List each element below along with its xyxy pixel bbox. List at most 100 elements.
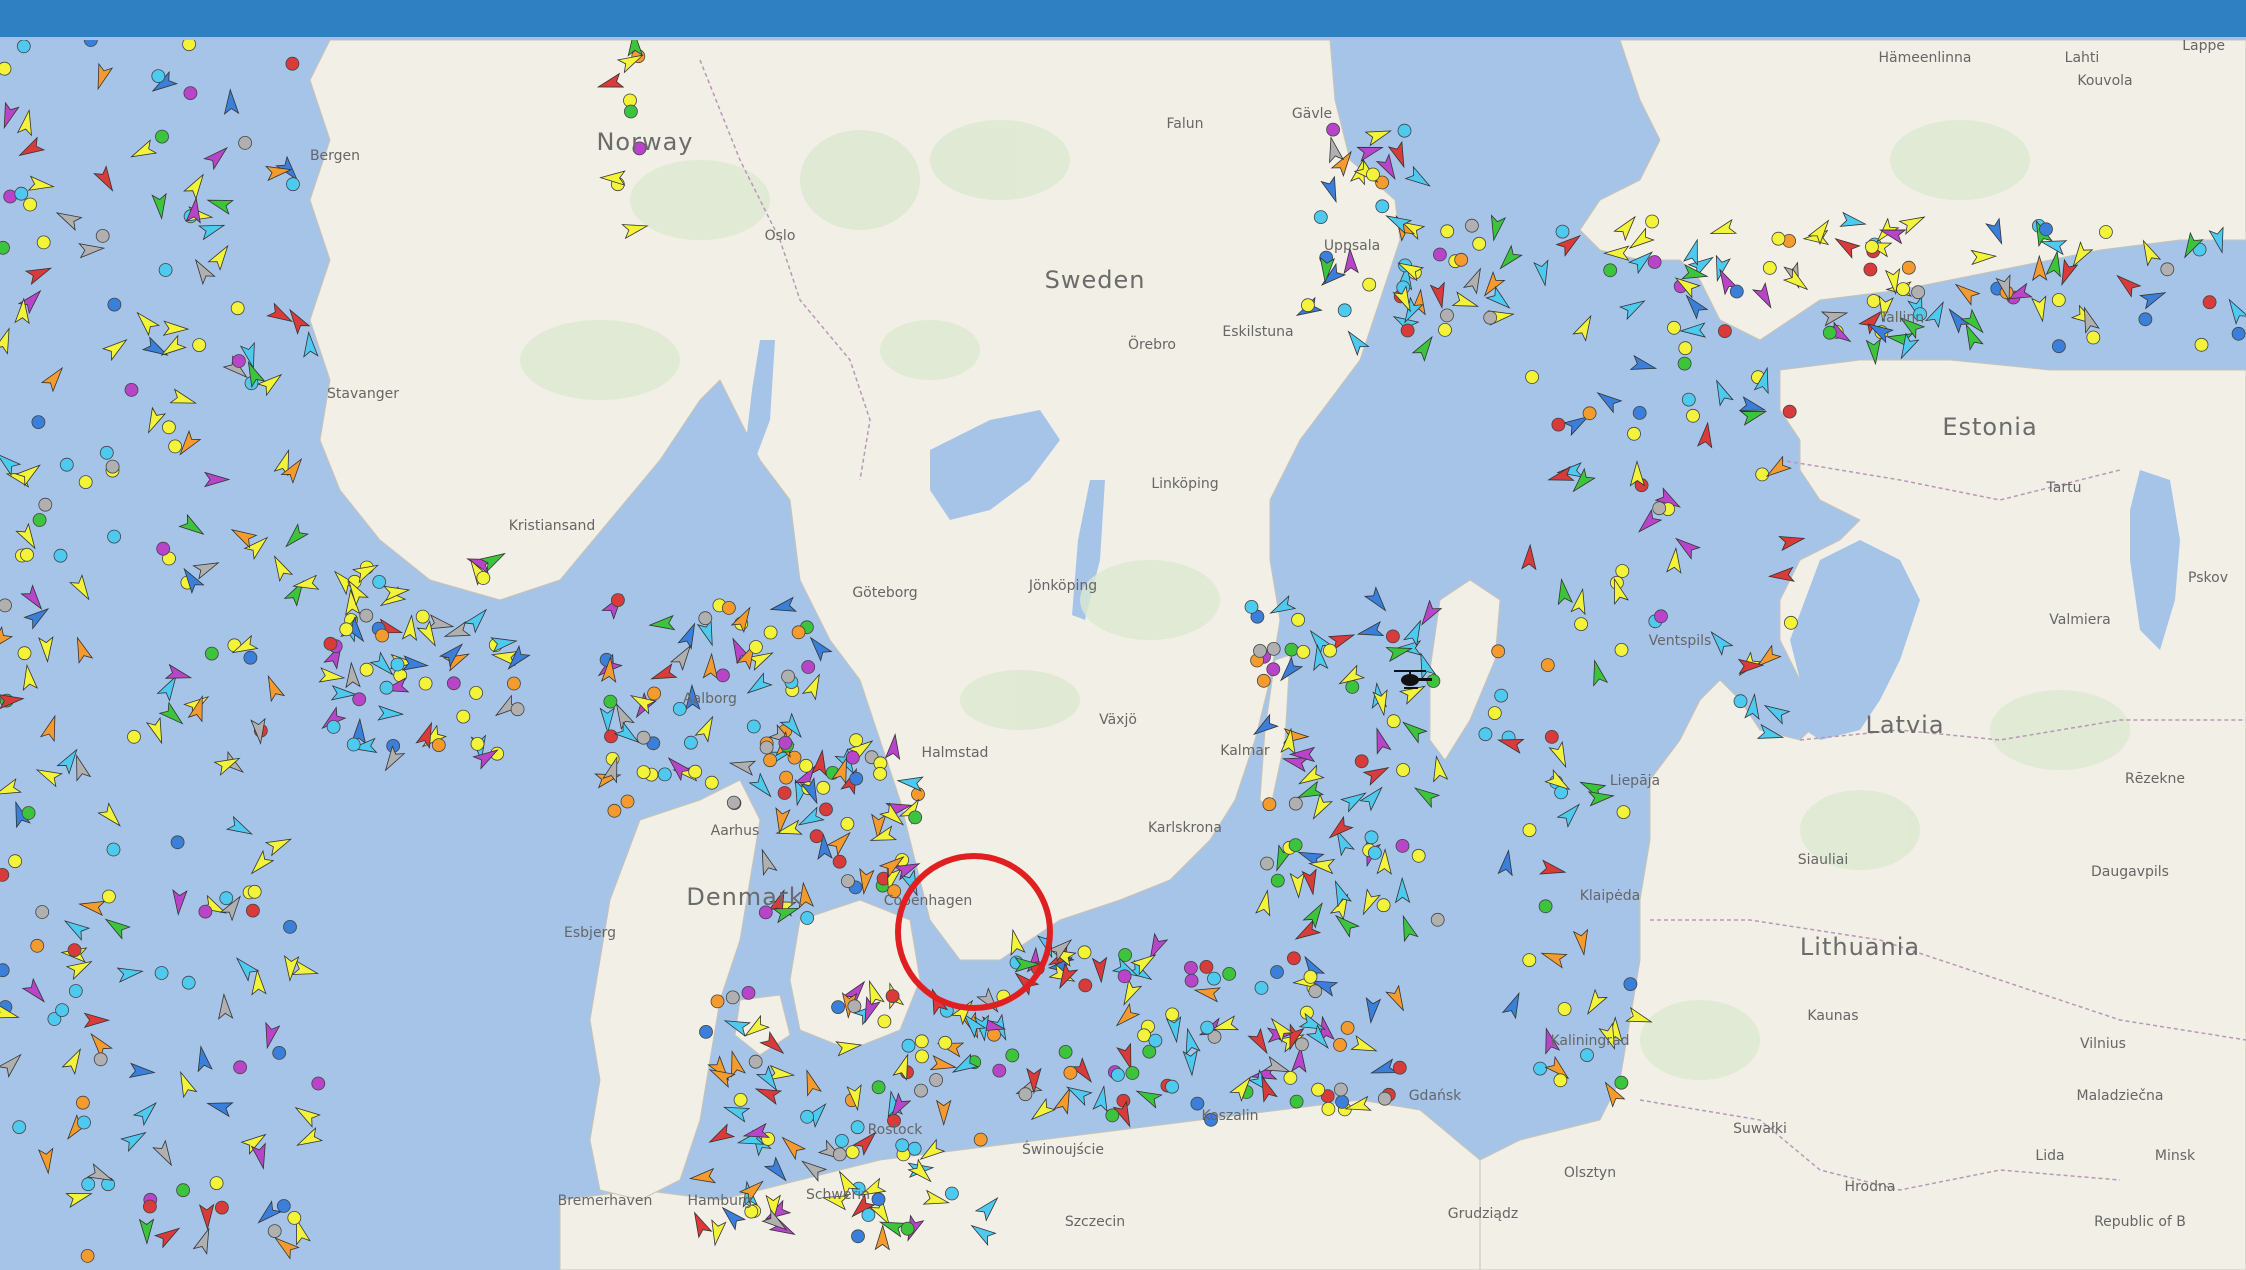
vessel-arrow-marker[interactable] [1027,1097,1057,1125]
vessel-anchored-marker[interactable] [1326,122,1340,137]
vessel-anchored-marker[interactable] [1368,846,1382,860]
vessel-anchored-marker[interactable] [801,660,816,674]
vessel-anchored-marker[interactable] [1733,694,1748,709]
vessel-arrow-marker[interactable] [1305,1023,1333,1052]
vessel-anchored-marker[interactable] [1430,912,1445,927]
vessel-arrow-marker[interactable] [1555,230,1585,257]
vessel-arrow-marker[interactable] [1626,227,1655,254]
vessel-arrow-marker[interactable] [1318,262,1347,290]
vessel-arrow-marker[interactable] [2067,240,2094,270]
vessel-anchored-marker[interactable] [636,730,651,745]
vessel-arrow-marker[interactable] [490,648,519,667]
vessel-arrow-marker[interactable] [892,1052,914,1081]
vessel-arrow-marker[interactable] [242,359,266,389]
vessel-arrow-marker[interactable] [2039,235,2068,256]
vessel-anchored-marker[interactable] [346,737,361,752]
vessel-anchored-marker[interactable] [901,1038,916,1053]
vessel-anchored-marker[interactable] [1337,303,1352,318]
vessel-anchored-marker[interactable] [1392,1060,1407,1075]
vessel-anchored-marker[interactable] [1755,467,1770,482]
vessel-arrow-marker[interactable] [463,605,491,634]
vessel-arrow-marker[interactable] [664,753,692,782]
vessel-anchored-marker[interactable] [1313,210,1328,225]
vessel-anchored-marker[interactable] [1652,501,1667,516]
vessel-arrow-marker[interactable] [1359,783,1387,812]
vessel-arrow-marker[interactable] [152,1139,177,1169]
vessel-anchored-marker[interactable] [243,650,258,665]
vessel-arrow-marker[interactable] [1026,1067,1042,1095]
vessel-anchored-marker[interactable] [672,702,687,716]
vessel-anchored-marker[interactable] [1686,408,1700,423]
vessel-arrow-marker[interactable] [37,1147,55,1175]
vessel-arrow-marker[interactable] [1308,857,1336,875]
vessel-arrow-marker[interactable] [1897,312,1926,340]
vessel-anchored-marker[interactable] [850,1120,865,1135]
vessel-arrow-marker[interactable] [1350,1035,1378,1057]
vessel-arrow-marker[interactable] [1711,254,1731,283]
vessel-arrow-marker[interactable] [175,429,202,459]
vessel-arrow-marker[interactable] [1310,643,1329,672]
vessel-anchored-marker[interactable] [1525,370,1539,384]
vessel-arrow-marker[interactable] [708,1219,727,1247]
vessel-anchored-marker[interactable] [0,963,10,978]
vessel-arrow-marker[interactable] [291,959,320,980]
vessel-anchored-marker[interactable] [800,1109,814,1124]
vessel-arrow-marker[interactable] [183,171,209,200]
vessel-arrow-marker[interactable] [1679,322,1707,338]
vessel-arrow-marker[interactable] [93,165,118,194]
vessel-anchored-marker[interactable] [0,598,12,613]
vessel-arrow-marker[interactable] [213,752,243,776]
vessel-arrow-marker[interactable] [56,746,83,775]
vessel-arrow-marker[interactable] [290,1218,311,1246]
vessel-anchored-marker[interactable] [372,575,387,589]
vessel-arrow-marker[interactable] [443,621,472,643]
vessel-anchored-marker[interactable] [791,625,806,640]
vessel-arrow-marker[interactable] [1744,693,1761,721]
vessel-arrow-marker[interactable] [344,588,361,616]
vessel-arrow-marker[interactable] [174,1069,198,1099]
vessel-arrow-marker[interactable] [185,196,203,224]
vessel-anchored-marker[interactable] [352,692,367,707]
vessel-anchored-marker[interactable] [1396,763,1410,777]
vessel-arrow-marker[interactable] [1562,411,1592,437]
vessel-anchored-marker[interactable] [107,297,122,312]
vessel-arrow-marker[interactable] [178,513,207,540]
vessel-arrow-marker[interactable] [1289,872,1306,899]
vessel-anchored-marker[interactable] [198,904,213,919]
vessel-arrow-marker[interactable] [1302,900,1328,929]
vessel-anchored-marker[interactable] [1866,294,1881,308]
vessel-anchored-marker[interactable] [158,263,173,277]
vessel-anchored-marker[interactable] [832,1147,847,1162]
vessel-arrow-marker[interactable] [1598,1022,1621,1051]
vessel-anchored-marker[interactable] [1762,260,1777,275]
vessel-arrow-marker[interactable] [896,774,924,792]
vessel-arrow-marker[interactable] [1697,421,1715,449]
vessel-arrow-marker[interactable] [1331,910,1360,938]
vessel-arrow-marker[interactable] [0,449,22,477]
vessel-anchored-marker[interactable] [1433,247,1447,262]
vessel-anchored-marker[interactable] [611,593,625,607]
vessel-arrow-marker[interactable] [86,1163,116,1187]
vessel-anchored-marker[interactable] [1377,1091,1392,1106]
vessel-anchored-marker[interactable] [68,984,83,998]
vessel-anchored-marker[interactable] [849,771,864,786]
vessel-arrow-marker[interactable] [893,857,922,881]
vessel-arrow-marker[interactable] [1738,396,1767,417]
vessel-anchored-marker[interactable] [763,753,777,768]
vessel-arrow-marker[interactable] [1960,322,1984,351]
vessel-arrow-marker[interactable] [1091,956,1109,984]
vessel-anchored-marker[interactable] [156,541,171,556]
vessel-anchored-marker[interactable] [1632,405,1647,420]
vessel-arrow-marker[interactable] [1501,990,1526,1020]
vessel-anchored-marker[interactable] [1270,965,1284,979]
vessel-arrow-marker[interactable] [852,1128,881,1156]
vessel-arrow-marker[interactable] [145,716,168,745]
vessel-anchored-marker[interactable] [1395,839,1410,853]
vessel-anchored-marker[interactable] [21,806,36,820]
vessel-anchored-marker[interactable] [759,740,774,755]
vessel-anchored-marker[interactable] [1366,167,1380,182]
vessel-arrow-marker[interactable] [688,1210,713,1239]
vessel-anchored-marker[interactable] [142,1199,157,1214]
vessel-arrow-marker[interactable] [744,672,773,698]
vessel-anchored-marker[interactable] [1005,1048,1020,1063]
